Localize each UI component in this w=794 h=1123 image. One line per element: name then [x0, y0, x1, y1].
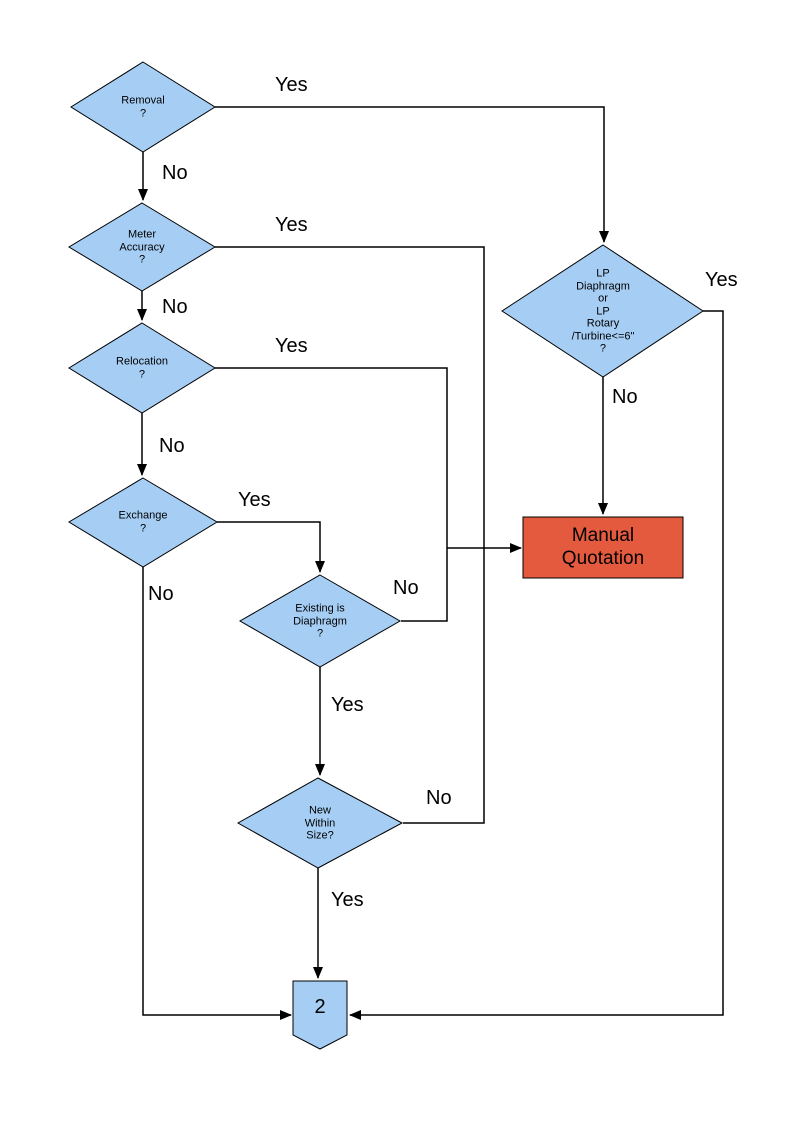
edge-label-removal-yes: Yes: [275, 74, 308, 96]
new-within-size-label: New Within Size?: [304, 804, 336, 842]
offpage-connector-label: 2: [314, 996, 326, 1018]
new-within-size-decision-shape: [236, 777, 404, 869]
edge-label-existing-no: No: [393, 577, 419, 599]
edge-label-meter-accuracy-yes: Yes: [275, 214, 308, 236]
edge-meter-accuracy-yes-and-new-no: [215, 246, 485, 824]
edge-label-exchange-no: No: [148, 583, 174, 605]
edge-exchange-yes: [217, 521, 325, 573]
edge-label-lp-no: No: [612, 386, 638, 408]
relocation-decision-shape: [68, 322, 216, 414]
meter-accuracy-decision-shape: [68, 202, 216, 292]
edge-label-removal-no: No: [162, 162, 188, 184]
lp-meter-label: LP Diaphragm or LP Rotary /Turbine<=6" ?: [571, 267, 635, 355]
existing-diaphragm-decision-shape: [238, 574, 402, 668]
exchange-decision-shape: [68, 477, 218, 568]
edge-lp-yes: [349, 310, 724, 1020]
removal-label: Removal ?: [121, 94, 165, 120]
edge-label-new-yes: Yes: [331, 889, 364, 911]
edge-label-relocation-yes: Yes: [275, 335, 308, 357]
edge-label-lp-yes: Yes: [705, 269, 738, 291]
relocation-label: Relocation ?: [116, 355, 168, 381]
edge-relocation-yes-and-existing-no: [215, 367, 448, 622]
manual-quotation-box-shape: [522, 516, 684, 579]
manual-quotation-label: Manual Quotation: [561, 525, 645, 569]
edge-label-relocation-no: No: [159, 435, 185, 457]
edge-removal-yes: [215, 106, 609, 243]
lp-meter-decision-shape: [501, 244, 704, 378]
removal-decision-shape: [70, 61, 216, 153]
edge-label-existing-yes: Yes: [331, 694, 364, 716]
edge-label-meter-accuracy-no: No: [162, 296, 188, 318]
edge-label-exchange-yes: Yes: [238, 489, 271, 511]
meter-accuracy-label: Meter Accuracy ?: [119, 228, 165, 266]
edge-label-new-no: No: [426, 787, 452, 809]
existing-diaphragm-label: Existing is Diaphragm ?: [293, 602, 347, 640]
edge-exchange-no: [142, 567, 292, 1020]
offpage-connector-shape: [292, 980, 348, 1050]
exchange-label: Exchange ?: [118, 509, 168, 535]
